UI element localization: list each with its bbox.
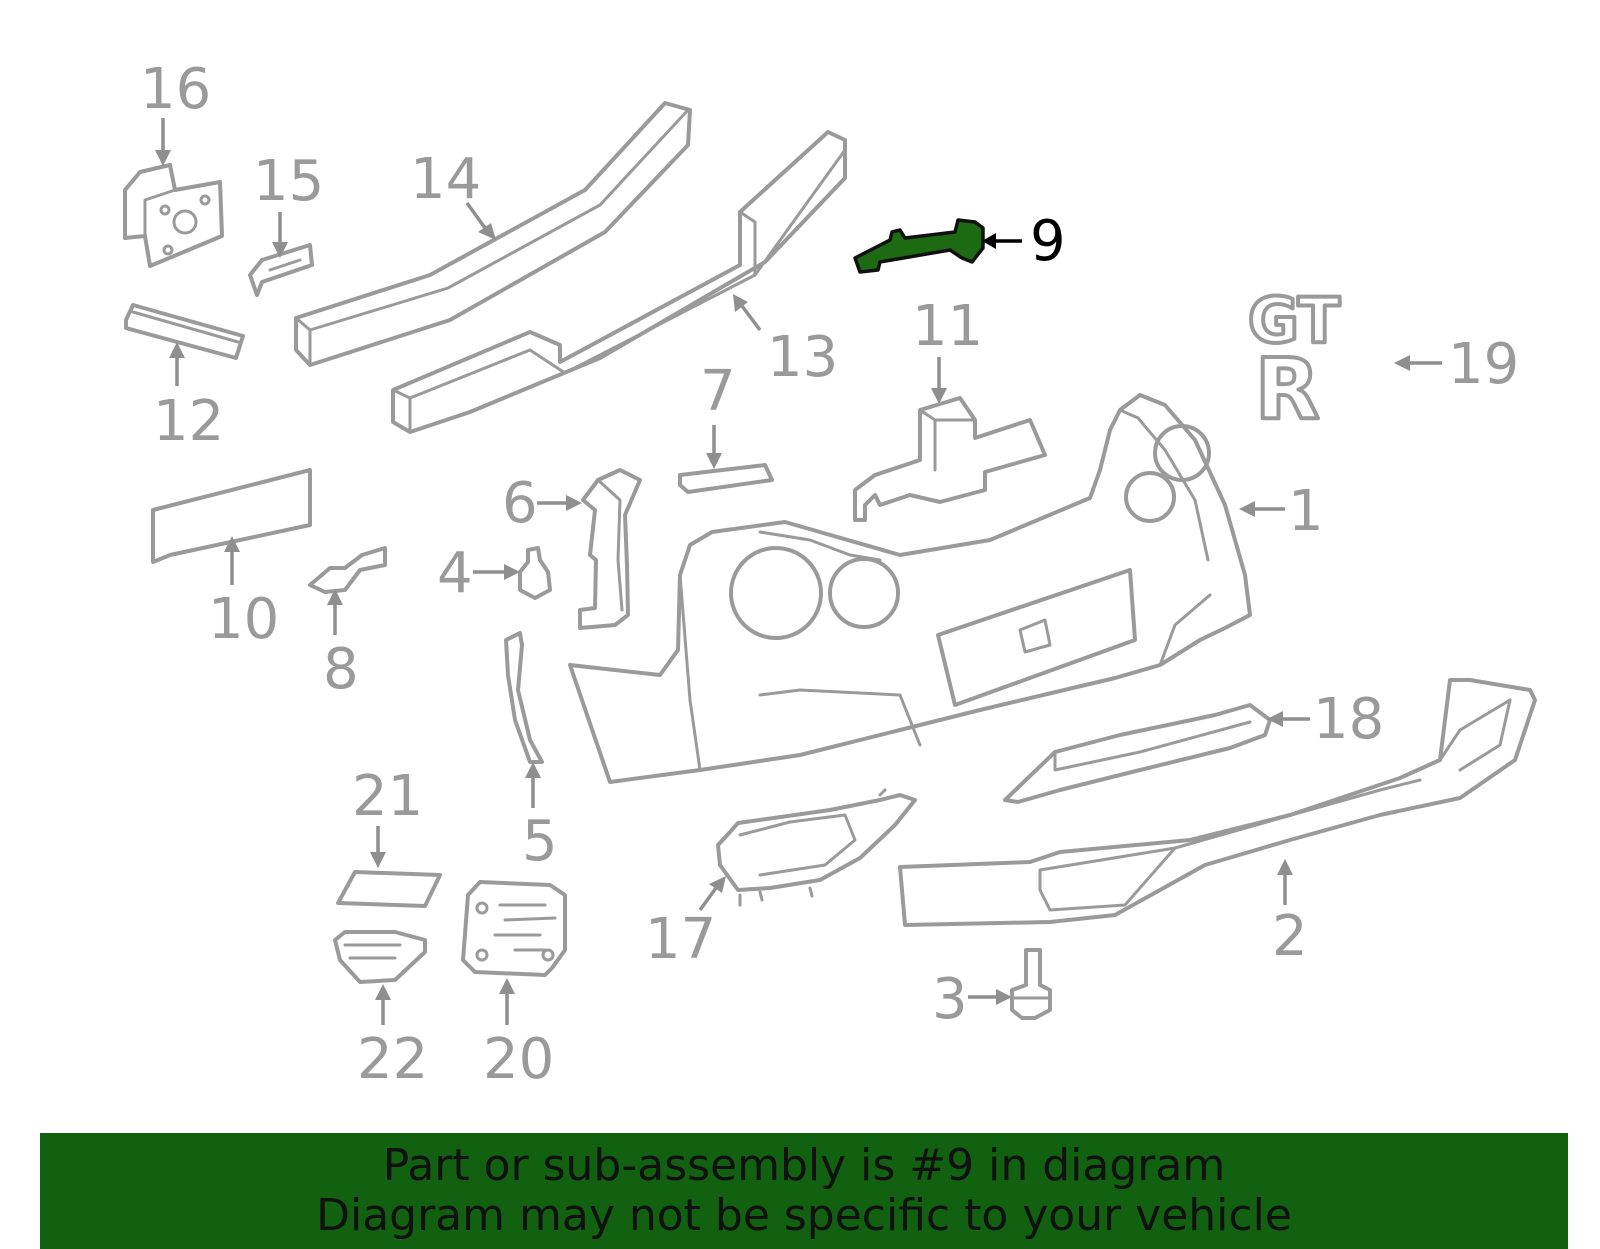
callout-label-8: 8: [323, 637, 359, 702]
callout-4: 4: [437, 541, 520, 606]
part-11-bracket[interactable]: [853, 396, 1047, 522]
callout-18: 18: [1267, 687, 1384, 752]
part-22-bracket[interactable]: [333, 930, 427, 984]
part-10-panel[interactable]: [151, 468, 312, 564]
notice-banner: Part or sub-assembly is #9 in diagram Di…: [40, 1133, 1568, 1249]
callout-label-4: 4: [437, 541, 473, 606]
part-8-bracket[interactable]: [308, 546, 387, 594]
callout-label-9: 9: [1030, 209, 1066, 274]
part-4-clip[interactable]: [518, 546, 552, 600]
callout-12: 12: [153, 342, 224, 454]
callout-5: 5: [522, 762, 558, 874]
emblem-text-bottom: R: [1255, 340, 1320, 438]
part-1-bumper-fascia[interactable]: [568, 393, 1252, 784]
part-15-clip[interactable]: [248, 243, 314, 297]
callout-13: 13: [733, 294, 838, 390]
callout-label-22: 22: [357, 1027, 428, 1092]
part-6-bracket[interactable]: [578, 468, 642, 630]
callout-15: 15: [253, 149, 324, 258]
callout-label-20: 20: [483, 1027, 554, 1092]
callout-17: 17: [645, 876, 726, 972]
callout-label-13: 13: [767, 325, 838, 390]
emblem-text-top: GT: [1248, 284, 1340, 357]
callout-8: 8: [323, 589, 359, 702]
callout-label-18: 18: [1313, 687, 1384, 752]
part-21-pad[interactable]: [336, 870, 442, 908]
part-18-finisher[interactable]: [1003, 703, 1272, 804]
callout-21: 21: [352, 764, 423, 868]
callout-1: 1: [1239, 479, 1324, 544]
part-16-bracket[interactable]: [123, 163, 224, 268]
callout-20: 20: [483, 978, 554, 1092]
part-20-plate[interactable]: [461, 880, 567, 977]
part-13-absorber[interactable]: [391, 130, 847, 434]
callout-16: 16: [140, 57, 211, 166]
callout-label-3: 3: [932, 967, 968, 1032]
callout-label-16: 16: [140, 57, 211, 122]
callout-22: 22: [357, 984, 428, 1092]
callout-3: 3: [932, 967, 1012, 1032]
callout-label-2: 2: [1272, 904, 1308, 969]
part-19-emblem[interactable]: GT R: [1246, 282, 1342, 440]
part-9-bracket-highlighted[interactable]: [853, 218, 985, 274]
callout-label-17: 17: [645, 907, 716, 972]
callout-9: 9: [982, 209, 1066, 274]
callout-label-12: 12: [153, 389, 224, 454]
callout-14: 14: [410, 147, 496, 240]
callout-label-10: 10: [208, 587, 279, 652]
callout-label-11: 11: [912, 294, 983, 359]
part-3-bolt[interactable]: [1010, 948, 1052, 1020]
callout-label-7: 7: [700, 359, 736, 424]
callout-label-6: 6: [502, 471, 538, 536]
callout-10: 10: [208, 536, 279, 652]
callout-19: 19: [1394, 332, 1519, 397]
callout-label-1: 1: [1288, 479, 1324, 544]
callout-label-19: 19: [1448, 332, 1519, 397]
callout-label-5: 5: [522, 809, 558, 874]
callout-2: 2: [1272, 859, 1308, 969]
part-17-bracket[interactable]: [716, 788, 917, 907]
part-2-diffuser[interactable]: [898, 678, 1537, 927]
callout-label-21: 21: [352, 764, 423, 829]
part-12-strip[interactable]: [124, 303, 245, 360]
part-5-seal[interactable]: [504, 631, 544, 764]
banner-line-1: Part or sub-assembly is #9 in diagram: [382, 1140, 1226, 1191]
part-7-strip[interactable]: [678, 463, 774, 494]
callout-11: 11: [912, 294, 983, 404]
callout-6: 6: [502, 471, 582, 536]
part-14-beam[interactable]: [294, 101, 692, 367]
banner-line-2: Diagram may not be specific to your vehi…: [316, 1190, 1292, 1241]
callout-label-14: 14: [410, 147, 481, 212]
callout-label-15: 15: [253, 149, 324, 214]
callout-7: 7: [700, 359, 736, 469]
